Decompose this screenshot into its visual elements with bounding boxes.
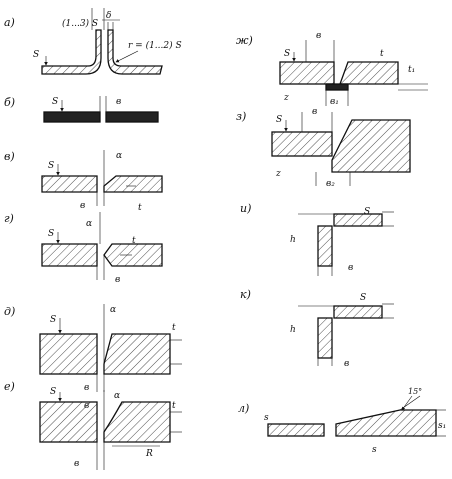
joint-i-label: и) — [240, 202, 251, 215]
joint-zh: ж) в t t₁ z в₁ S — [236, 31, 428, 107]
joint-z: з) в z в₂ S — [236, 107, 411, 189]
joint-zh-t: t — [380, 49, 384, 59]
joint-b-s: S — [52, 97, 58, 107]
joint-k: к) S h в — [240, 288, 394, 369]
joint-e-left-plate — [39, 401, 98, 443]
joint-zh-left-plate — [279, 61, 335, 85]
joint-d-gap: в — [84, 383, 89, 393]
joint-v: в) α в t S — [4, 150, 163, 213]
joint-d-t: t — [172, 323, 176, 333]
joint-l-s1: s₁ — [438, 421, 446, 431]
joint-d-s: S — [50, 315, 56, 325]
joint-v-gap: в — [80, 201, 85, 211]
joint-z-z: z — [275, 169, 281, 179]
joint-d-right-plate — [103, 333, 171, 375]
joint-zh-label: ж) — [236, 34, 253, 47]
joint-i: и) S h в — [240, 202, 394, 276]
joint-k-b: в — [344, 359, 349, 369]
joint-e-s: S — [50, 387, 56, 397]
joint-b: б) в S — [4, 96, 159, 123]
joint-b-label: б) — [4, 96, 15, 109]
joint-g-t: t — [132, 236, 136, 246]
joint-i-s: S — [364, 207, 370, 217]
joint-d-left-plate — [39, 333, 98, 375]
joint-v-t: t — [138, 203, 142, 213]
joint-z-b: в — [312, 107, 317, 117]
joint-l-s2: s — [372, 445, 377, 455]
joint-g-left-plate — [41, 243, 98, 267]
joint-v-right-plate — [103, 175, 163, 193]
joint-zh-s: S — [284, 49, 290, 59]
joint-a-s: S — [33, 50, 39, 60]
joint-l-thin-plate — [267, 423, 325, 437]
joint-zh-backing-strip — [325, 83, 349, 91]
joint-zh-t1: t₁ — [408, 65, 415, 75]
joint-e-label: е) — [4, 380, 15, 393]
joint-g-s: S — [48, 229, 54, 239]
joint-b-right-plate — [105, 111, 159, 123]
joint-k-top-plate — [333, 305, 383, 319]
joint-a-label: а) — [4, 16, 15, 29]
joint-z-b2: в₂ — [326, 179, 335, 189]
joint-z-label: з) — [236, 110, 246, 123]
joint-z-right-plate — [331, 119, 411, 173]
joint-i-h: h — [290, 235, 296, 245]
joint-a-gap: δ — [106, 11, 111, 21]
joint-v-angle: α — [116, 151, 122, 161]
joint-l: л) 15° s s s₁ — [238, 387, 446, 455]
joint-e-gap2: в — [74, 459, 79, 469]
joint-zh-b1: в₁ — [330, 97, 339, 107]
joint-d-label: д) — [4, 305, 15, 318]
joint-a-radius: r = (1...2) S — [128, 40, 182, 51]
joint-k-label: к) — [240, 288, 251, 301]
joint-z-left-plate — [271, 131, 333, 157]
joint-zh-b: в — [316, 31, 321, 41]
joint-zh-right-plate — [339, 61, 399, 85]
joint-g-right-plate — [103, 243, 163, 267]
joint-a-range: (1...3) S — [62, 18, 98, 29]
joint-v-left-plate — [41, 175, 98, 193]
joint-l-s: s — [264, 413, 269, 423]
joint-k-h: h — [290, 325, 296, 335]
joint-k-vertical-plate — [317, 317, 333, 359]
joint-d-angle: α — [110, 305, 116, 315]
joint-a-left-plate — [41, 29, 102, 75]
joint-b-gap: в — [116, 97, 121, 107]
joint-v-s: S — [48, 161, 54, 171]
joint-a-right-plate — [107, 29, 163, 75]
joint-a: а) (1...3) S δ r = (1...2) S S — [4, 8, 182, 75]
joint-g-gap: в — [115, 275, 120, 285]
joint-i-b: в — [348, 263, 353, 273]
joint-k-s: S — [360, 293, 366, 303]
joint-e-angle: α — [114, 391, 120, 401]
joint-g-angle: α — [86, 219, 92, 229]
joint-z-s: S — [276, 115, 282, 125]
joint-l-label: л) — [238, 402, 249, 415]
joint-v-label: в) — [4, 150, 15, 163]
joint-e-r: R — [145, 449, 153, 459]
joint-l-angle: 15° — [408, 387, 422, 396]
joint-e-t: t — [172, 401, 176, 411]
joint-zh-z: z — [283, 93, 289, 103]
joint-g: г) α t в S — [4, 212, 163, 285]
joint-g-label: г) — [4, 212, 14, 225]
joint-i-top-plate — [333, 213, 383, 227]
joint-l-thick-plate — [335, 409, 437, 437]
joint-i-vertical-plate — [317, 225, 333, 267]
joint-e: е) в α t R в S — [4, 380, 182, 470]
joint-e-right-plate — [103, 401, 171, 443]
joint-e-gap: в — [84, 401, 89, 411]
joint-d: д) α t в S — [4, 304, 182, 393]
joint-b-left-plate — [43, 111, 101, 123]
